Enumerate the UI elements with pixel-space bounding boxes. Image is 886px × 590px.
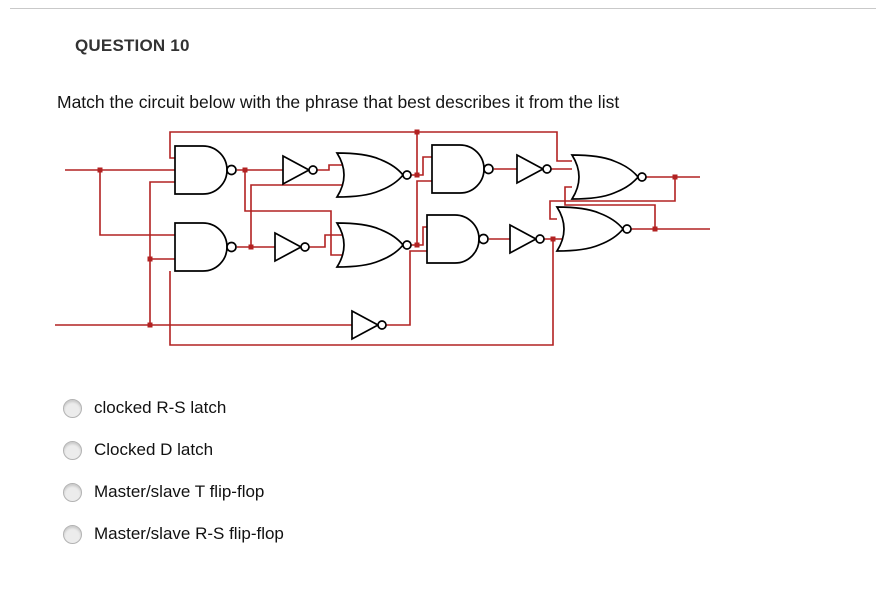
junction-dot — [147, 256, 153, 262]
nor-gate-1 — [336, 152, 412, 198]
nand-gate-1 — [174, 145, 237, 195]
junction-dot — [97, 167, 103, 173]
circuit-junctions — [97, 129, 678, 328]
inverter-1 — [282, 155, 318, 185]
junction-dot — [550, 236, 556, 242]
wire — [99, 170, 175, 236]
junction-dot — [652, 226, 658, 232]
option-label-1: clocked R-S latch — [94, 398, 227, 417]
radio-option-2[interactable] — [63, 440, 82, 460]
question-heading: QUESTION 10 — [75, 36, 190, 55]
junction-dot — [242, 167, 248, 173]
wire — [416, 180, 432, 245]
wire — [317, 164, 351, 171]
question-prompt: Match the circuit below with the phrase … — [57, 92, 620, 112]
wire — [411, 226, 427, 246]
wire — [169, 131, 572, 162]
wire — [250, 184, 349, 247]
answer-options: clocked R-S latch Clocked D latch Master… — [57, 387, 846, 555]
wire — [169, 239, 554, 346]
wire — [244, 170, 349, 256]
radio-option-3[interactable] — [63, 482, 82, 502]
option-row-3[interactable]: Master/slave T flip-flop — [63, 471, 846, 513]
wire — [149, 181, 175, 325]
option-row-1[interactable]: clocked R-S latch — [63, 387, 846, 429]
inverter-3 — [274, 232, 310, 262]
wire — [564, 186, 656, 229]
junction-dot — [672, 174, 678, 180]
inverter-4 — [509, 224, 545, 254]
wire — [549, 177, 676, 220]
option-label-3: Master/slave T flip-flop — [94, 482, 265, 501]
nand-gate-3 — [174, 222, 237, 272]
wire — [309, 234, 351, 248]
junction-dot — [414, 242, 420, 248]
option-row-4[interactable]: Master/slave R-S flip-flop — [63, 513, 846, 555]
inverter-2 — [516, 154, 552, 184]
junction-dot — [248, 244, 254, 250]
nor-gate-2 — [571, 154, 647, 200]
option-label-4: Master/slave R-S flip-flop — [94, 524, 284, 543]
wire — [411, 156, 432, 176]
wire — [386, 250, 427, 326]
option-label-2: Clocked D latch — [94, 440, 214, 459]
circuit-wires — [55, 131, 710, 346]
option-row-2[interactable]: Clocked D latch — [63, 429, 846, 471]
nor-gate-4 — [556, 206, 632, 252]
inverter-clock — [351, 310, 387, 340]
nor-gate-3 — [336, 222, 412, 268]
question-panel: QUESTION 10 Match the circuit below with… — [0, 36, 886, 555]
radio-option-4[interactable] — [63, 524, 82, 544]
junction-dot — [414, 172, 420, 178]
radio-option-1[interactable] — [63, 398, 82, 418]
junction-dot — [147, 322, 153, 328]
circuit-diagram — [55, 129, 710, 346]
nand-gate-2 — [431, 144, 494, 194]
top-divider — [10, 8, 876, 9]
nand-gate-4 — [426, 214, 489, 264]
junction-dot — [414, 129, 420, 135]
